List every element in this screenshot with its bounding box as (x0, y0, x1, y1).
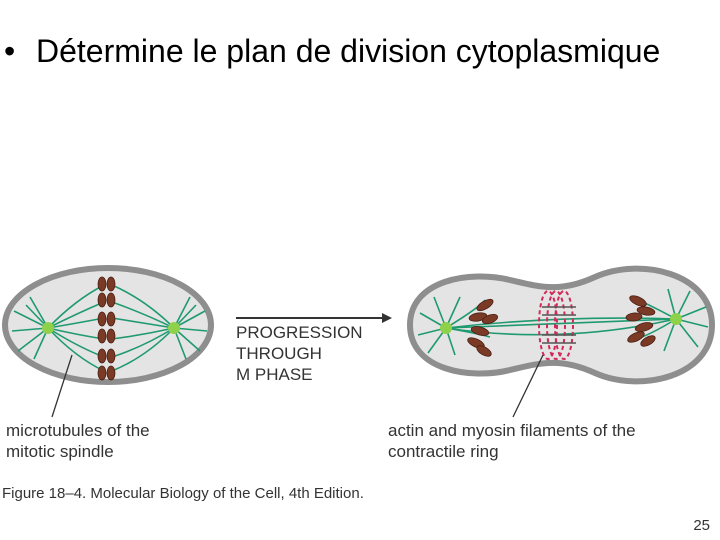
ring-filament-bars (542, 306, 576, 344)
anaphase-cell (406, 265, 716, 385)
progression-arrow (236, 313, 392, 323)
figure-caption: Figure 18–4. Molecular Biology of the Ce… (2, 485, 364, 502)
centrosome (670, 313, 682, 325)
separating-chromatids-right (625, 295, 656, 347)
bullet-text: Détermine le plan de division cytoplasmi… (36, 33, 661, 69)
right-label-line-2: contractile ring (388, 442, 499, 461)
centrosome (42, 322, 54, 334)
arrow-label-line-1: PROGRESSION (236, 323, 363, 342)
aligned-chromosomes (97, 276, 116, 381)
left-label-line-1: microtubules of the (6, 421, 150, 440)
centrosome (440, 322, 452, 334)
left-label-line-2: mitotic spindle (6, 442, 114, 461)
metaphase-cell (2, 265, 214, 385)
contractile-ring (538, 290, 574, 360)
page-number: 25 (693, 517, 710, 534)
bullet-glyph: • (4, 33, 16, 69)
arrow-label-line-2: THROUGH (236, 344, 322, 363)
centrosome (168, 322, 180, 334)
left-leader-line (51, 354, 73, 418)
cell-division-figure: PROGRESSION THROUGH M PHASE (2, 265, 716, 502)
right-leader-line (512, 354, 544, 418)
separating-chromatids-left (467, 298, 499, 357)
cell-membrane (2, 265, 214, 385)
right-label-line-1: actin and myosin filaments of the (388, 421, 636, 440)
arrow-label-line-3: M PHASE (236, 365, 313, 384)
